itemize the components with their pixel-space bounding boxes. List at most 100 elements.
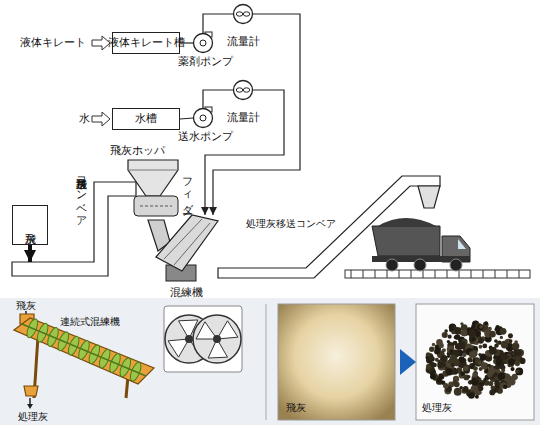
- rail-tick: [423, 270, 424, 278]
- granule: [501, 361, 505, 365]
- node-text: 飛灰移送コンベア: [76, 170, 87, 221]
- granule: [427, 365, 432, 370]
- granule: [461, 329, 468, 336]
- granule: [501, 368, 505, 372]
- granule: [442, 332, 448, 338]
- granule: [498, 372, 505, 379]
- conveyor-outline: [12, 182, 136, 276]
- meter-rotor: [243, 12, 249, 16]
- granule: [513, 349, 521, 357]
- photo: 飛灰: [278, 304, 395, 420]
- cab-window: [458, 239, 466, 249]
- granule: [490, 386, 495, 391]
- rotor-blade: [196, 322, 217, 339]
- granule: [463, 366, 468, 371]
- pump-impeller: [200, 40, 206, 46]
- rail-tick: [399, 270, 400, 278]
- tank-box: 液体キレート槽: [112, 32, 180, 54]
- node-text: 水槽: [135, 113, 157, 125]
- granule: [500, 328, 507, 335]
- panel-background: [0, 298, 540, 425]
- fly-ash-photo: [278, 304, 395, 420]
- node-outline: [12, 262, 108, 276]
- rotor-blade: [168, 339, 189, 357]
- rail-tick: [495, 270, 496, 278]
- granule: [426, 353, 434, 361]
- granule: [441, 355, 448, 362]
- node-outline: [193, 108, 213, 128]
- granule: [461, 330, 468, 337]
- granule: [471, 325, 475, 329]
- rail-tick: [471, 270, 472, 278]
- granule: [436, 339, 443, 346]
- pipe-connector: [180, 118, 193, 119]
- node-outline: [193, 33, 213, 53]
- source-box: 飛灰: [12, 205, 48, 245]
- node-text: 薬剤ポンプ: [178, 56, 228, 68]
- pump-symbol: 薬剤ポンプ: [193, 33, 213, 53]
- divider-line: [265, 304, 267, 420]
- granule: [514, 340, 518, 344]
- granule: [469, 364, 472, 367]
- feeder-screw: [140, 206, 172, 207]
- rail-tick: [363, 270, 364, 278]
- granule: [469, 337, 472, 340]
- flow-arrowhead: [27, 404, 33, 409]
- machine-illustration: 連続式混練機: [8, 312, 158, 404]
- pump-casing: [194, 34, 213, 53]
- granule: [455, 334, 461, 340]
- rail-tick: [387, 270, 388, 278]
- input-arrow: [92, 36, 110, 50]
- granule: [473, 366, 478, 371]
- pump-impeller: [200, 115, 206, 121]
- flow-label: 飛灰: [16, 300, 36, 311]
- granule: [483, 378, 486, 381]
- node-text: 流量計: [227, 36, 260, 48]
- granule: [462, 352, 467, 357]
- granule: [510, 367, 514, 371]
- input-arrow: [92, 112, 110, 126]
- rail-tick: [435, 270, 436, 278]
- granule: [489, 347, 497, 355]
- granule: [508, 359, 515, 366]
- granule: [516, 362, 519, 365]
- granule: [473, 346, 478, 351]
- rail-tick: [483, 270, 484, 278]
- dump-truck: [372, 218, 470, 271]
- granule: [454, 388, 462, 396]
- granule: [516, 370, 520, 374]
- discharge-chute: [418, 186, 440, 208]
- granule: [477, 324, 484, 331]
- granule: [437, 377, 442, 382]
- node-text: 処理灰移送コンベア: [246, 218, 336, 229]
- granule: [468, 358, 472, 362]
- rail-tick: [459, 270, 460, 278]
- granule: [463, 386, 469, 392]
- granule: [468, 392, 475, 399]
- node-text: 混練機: [170, 287, 203, 299]
- granule: [508, 378, 515, 385]
- meter-body: [234, 81, 253, 100]
- meter-rotor: [236, 88, 242, 92]
- rail-tick: [507, 270, 508, 278]
- flow-label: 水: [79, 113, 90, 125]
- granule: [447, 340, 450, 343]
- granule: [467, 375, 470, 378]
- conveyor-band: 飛灰移送コンベア: [12, 262, 108, 276]
- node-text: 送水ポンプ: [178, 131, 228, 143]
- screw-shaft: [22, 324, 146, 376]
- granule: [478, 361, 482, 365]
- granule: [446, 369, 453, 376]
- hopper-seam: [128, 170, 178, 171]
- granule: [448, 335, 452, 339]
- pipe-connector: [203, 14, 233, 33]
- granule: [443, 383, 449, 389]
- granule: [519, 358, 525, 364]
- granule: [501, 341, 508, 348]
- granule: [461, 359, 465, 363]
- granule: [434, 349, 440, 355]
- mixer-barrel: [14, 318, 154, 384]
- granule: [481, 362, 488, 369]
- granule: [475, 395, 479, 399]
- rail-tick: [351, 270, 352, 278]
